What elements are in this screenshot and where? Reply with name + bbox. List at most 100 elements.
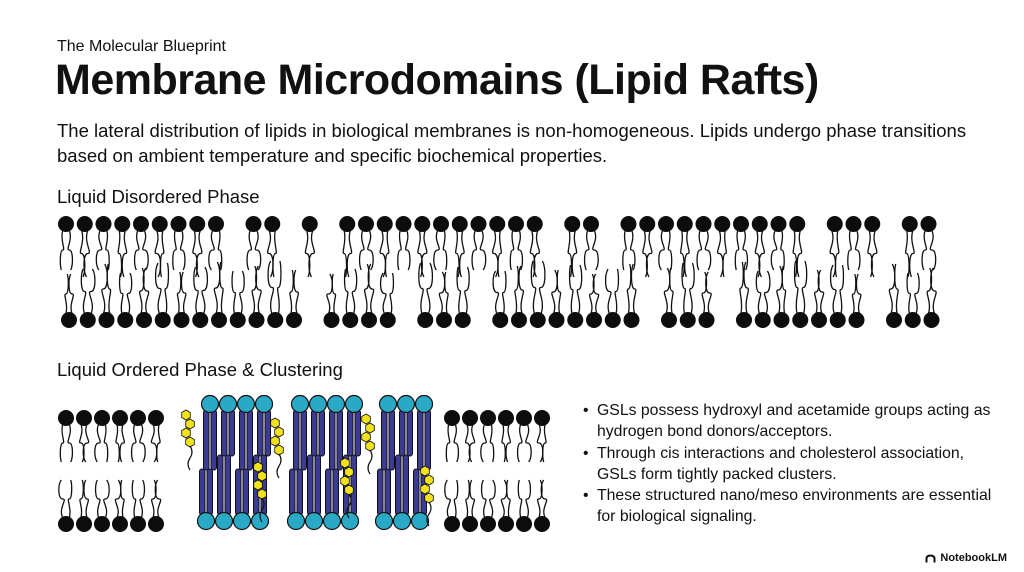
lipid-tail [929,229,937,271]
lipid-head [620,216,637,232]
lipid-tail [592,273,600,315]
lipid-top [301,216,318,278]
lipid-head [480,516,496,532]
lipid-tail [343,268,349,315]
gsl-top [200,394,220,471]
gsl-top [254,394,274,457]
lipid-tail [379,229,387,278]
lipid-top [620,216,637,271]
cholesterol-ring [365,422,375,434]
lipid-tail [469,479,475,519]
lipid-tail [201,266,209,315]
lipid-tail [855,273,862,315]
lipid-head [604,312,621,328]
lipid-head [658,216,674,232]
gsl-top [308,394,328,457]
lipid-tail [289,269,294,315]
lipid-bottom [511,265,527,328]
lipid-tail [538,260,546,315]
ordered-bilayer-diagram [58,394,550,532]
lipid-tail [801,260,808,315]
lipid-tail [489,479,496,519]
lipid-head [789,216,806,232]
gsl-head [340,511,360,531]
lipid-bottom [480,479,496,532]
lipid-tail [556,269,562,315]
lipid-tail [667,229,673,271]
lipid-tail [817,269,825,315]
gsl-tail [395,454,402,516]
lipid-tail [514,265,519,315]
disordered-phase-label: Liquid Disordered Phase [57,186,260,207]
lipid-tail [404,229,411,271]
cholesterol-ring [365,440,375,452]
lipid-tail [94,479,101,519]
lipid-tail [930,267,937,315]
lipid-head [417,312,434,328]
lipid-tail [426,262,434,315]
lipid-tail [121,229,128,278]
lipid-tail [133,229,140,271]
gsl-head [236,394,256,414]
lipid-top [489,216,506,278]
gsl-tail [318,409,325,457]
gsl-bottom [322,468,342,531]
lipid-tail [716,229,724,278]
gsl-tail [242,468,249,516]
lipid-head [480,410,496,426]
gsl-bottom [196,468,216,531]
lipid-head [714,216,731,232]
lipid-tail [195,229,203,278]
lipid-tail [479,229,487,271]
lipid-tail [516,423,523,463]
lipid-top [714,216,731,278]
lipid-head [117,312,134,328]
gsl-tail [381,409,388,471]
gsl-head [378,394,398,414]
lipid-head [414,216,431,232]
lipid-head [130,410,146,426]
lipid-head [148,516,164,532]
lipid-tail [150,423,158,463]
lipid-tail [793,260,799,315]
lipid-head [148,410,164,426]
lipid-tail [583,229,590,271]
lipid-tail [576,264,583,315]
lipid-tail [358,229,365,271]
cholesterol-bottom [253,461,267,523]
lipid-tail [346,229,353,278]
lipid-tail [480,423,487,463]
cholesterol-bottom [420,465,434,527]
lipid-tail [442,229,448,271]
lipid-head [245,216,262,232]
cholesterol-ring [181,409,191,421]
cholesterol-bottom [340,457,354,519]
lipid-head [379,312,396,328]
gsl-head [254,394,274,414]
lipid-head [98,312,115,328]
lipid-tail [418,262,424,315]
lipid-tail [114,479,122,519]
lipid-tail [905,229,910,278]
lipid-head [376,216,393,232]
lipid-head [95,216,112,232]
cholesterol-ring [420,483,430,495]
gsl-bottom [392,454,412,531]
lipid-bottom [267,260,284,328]
lipid-bottom [886,263,902,328]
lipid-head [623,312,640,328]
gsl-head [308,394,328,414]
lipid-top [901,216,918,278]
lipid-top [264,216,281,278]
lipid-bottom [623,263,640,328]
lipid-head [151,216,168,232]
cholesterol-top [270,417,284,479]
lipid-tail [367,229,374,271]
lipid-tail [489,423,495,463]
lipid-head [211,312,227,328]
lipid-top [864,216,881,278]
lipid-tail [525,479,532,519]
lipid-bottom [492,270,509,328]
lipid-head [676,216,693,232]
lipid-head [695,216,712,232]
